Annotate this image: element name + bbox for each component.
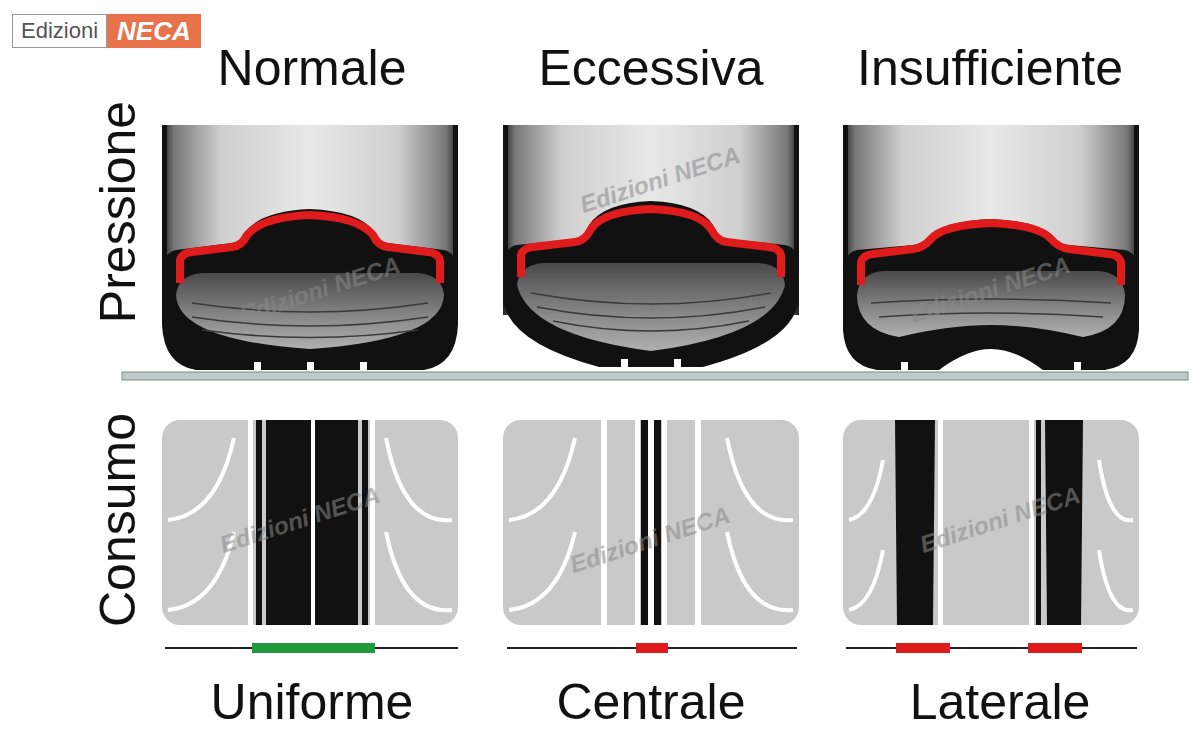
tread-underinflated <box>843 420 1139 625</box>
column-title: Insufficiente <box>857 40 1123 97</box>
publisher-logo: Edizioni <box>12 14 107 48</box>
tread-overinflated <box>503 420 799 625</box>
wear-label: Laterale <box>910 674 1091 731</box>
tyre-normal <box>162 125 458 371</box>
tyre-overinflated <box>503 125 799 368</box>
column-title: Normale <box>218 40 407 97</box>
tread-normal <box>162 420 458 625</box>
wear-label: Uniforme <box>211 674 414 731</box>
tyre-underinflated <box>843 125 1139 371</box>
row-title: Pressione <box>90 101 147 323</box>
publisher-logo: NECA <box>107 14 201 48</box>
column-title: Eccessiva <box>538 40 763 97</box>
wear-indicator <box>165 643 1137 653</box>
row-title: Consumo <box>90 413 147 627</box>
ground-line <box>122 372 1188 380</box>
wear-label: Centrale <box>557 674 746 731</box>
